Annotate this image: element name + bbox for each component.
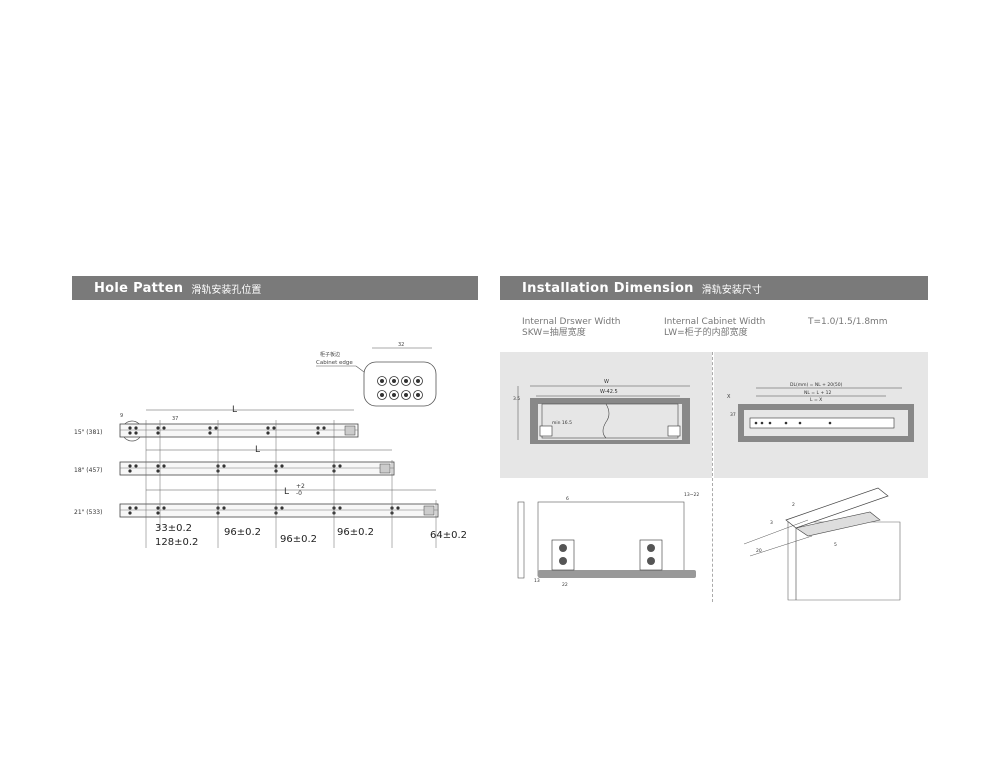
hole-pattern-title: Hole Patten xyxy=(94,280,184,296)
dim-96-c: 96±0.2 xyxy=(337,527,374,538)
panel-b-nl: NL = L + 12 xyxy=(804,390,832,396)
cabinet-length-view: DL(mm) = NL + 20(50) NL = L + 12 L = X X… xyxy=(727,382,914,442)
detail-label-32: 32 xyxy=(398,342,404,348)
length-tolerance-label: L xyxy=(284,487,289,497)
panel-b-37: 37 xyxy=(730,412,736,418)
panel-a-min: min 16.5 xyxy=(552,420,572,426)
bottom-a-6: 6 xyxy=(566,496,569,502)
bottom-b-5: 5 xyxy=(834,542,837,548)
rail-label-18: 18" (457) xyxy=(74,467,102,474)
caption-thickness: T=1.0/1.5/1.8mm xyxy=(808,317,888,328)
caption-cabinet-width-cn: LW=柜子的内部宽度 xyxy=(664,328,748,338)
isometric-mounting-view: 2 3 5 20 xyxy=(743,487,901,601)
panel-a-w: W xyxy=(604,379,609,385)
dim-64: 64±0.2 xyxy=(430,530,467,541)
detail-label-9: 9 xyxy=(120,413,123,419)
cabinet-edge-label: Cabinet edge xyxy=(316,360,353,366)
length-label-2: L xyxy=(255,445,260,455)
rail-label-21: 21" (533) xyxy=(74,509,102,516)
dim-96-a: 96±0.2 xyxy=(224,527,261,538)
hole-detail-magnified: 32 xyxy=(363,342,437,407)
tolerance-minus: -0 xyxy=(296,490,302,497)
installation-dimension-title-cn: 滑轨安装尺寸 xyxy=(701,284,762,296)
panel-b-dl: DL(mm) = NL + 20(50) xyxy=(790,382,843,388)
caption-drawer-width: Internal Drswer Width SKW=抽屉宽度 xyxy=(522,317,620,339)
tolerance-plus: +2 xyxy=(296,483,305,490)
hole-pattern-header: Hole Patten 滑轨安装孔位置 xyxy=(72,276,478,300)
panel-a-w-42: W-42.5 xyxy=(600,389,618,395)
panel-divider xyxy=(712,352,713,602)
installation-dimension-header: Installation Dimension 滑轨安装尺寸 xyxy=(500,276,928,300)
bottom-a-22: 22 xyxy=(562,582,568,588)
rail-18 xyxy=(119,461,395,476)
caption-drawer-width-en: Internal Drswer Width xyxy=(522,317,621,327)
bottom-a-13: 13 xyxy=(534,578,540,584)
panel-b-l: L = X xyxy=(810,397,822,403)
dim-96-b: 96±0.2 xyxy=(280,534,317,545)
cabinet-length-panel xyxy=(714,352,928,478)
caption-drawer-width-cn: SKW=抽屉宽度 xyxy=(522,328,586,338)
drawer-front-section: 6 13~22 13 22 xyxy=(517,492,699,588)
cabinet-edge-label-cn: 柜子板边 xyxy=(320,351,340,358)
bottom-b-3: 3 xyxy=(770,520,773,526)
hole-pattern-title-cn: 滑轨安装孔位置 xyxy=(191,284,262,296)
dim-128: 128±0.2 xyxy=(155,537,198,548)
drawer-cross-section: W W-42.5 min 16.5 3.5 xyxy=(513,379,690,444)
panel-b-x: X xyxy=(727,394,731,400)
detail-label-37: 37 xyxy=(172,416,178,422)
bottom-b-20: 20 xyxy=(756,548,762,554)
bottom-a-13-22: 13~22 xyxy=(684,492,699,498)
bottom-b-2: 2 xyxy=(792,502,795,508)
length-label-1: L xyxy=(232,405,237,415)
caption-thickness-text: T=1.0/1.5/1.8mm xyxy=(808,317,888,327)
caption-cabinet-width: Internal Cabinet Width LW=柜子的内部宽度 xyxy=(664,317,765,339)
caption-cabinet-width-en: Internal Cabinet Width xyxy=(664,317,766,327)
rail-label-15: 15" (381) xyxy=(74,429,102,436)
dim-33: 33±0.2 xyxy=(155,523,192,534)
rail-15 xyxy=(119,420,359,442)
panel-a-side: 3.5 xyxy=(513,396,520,402)
installation-dimension-title: Installation Dimension xyxy=(522,280,694,296)
